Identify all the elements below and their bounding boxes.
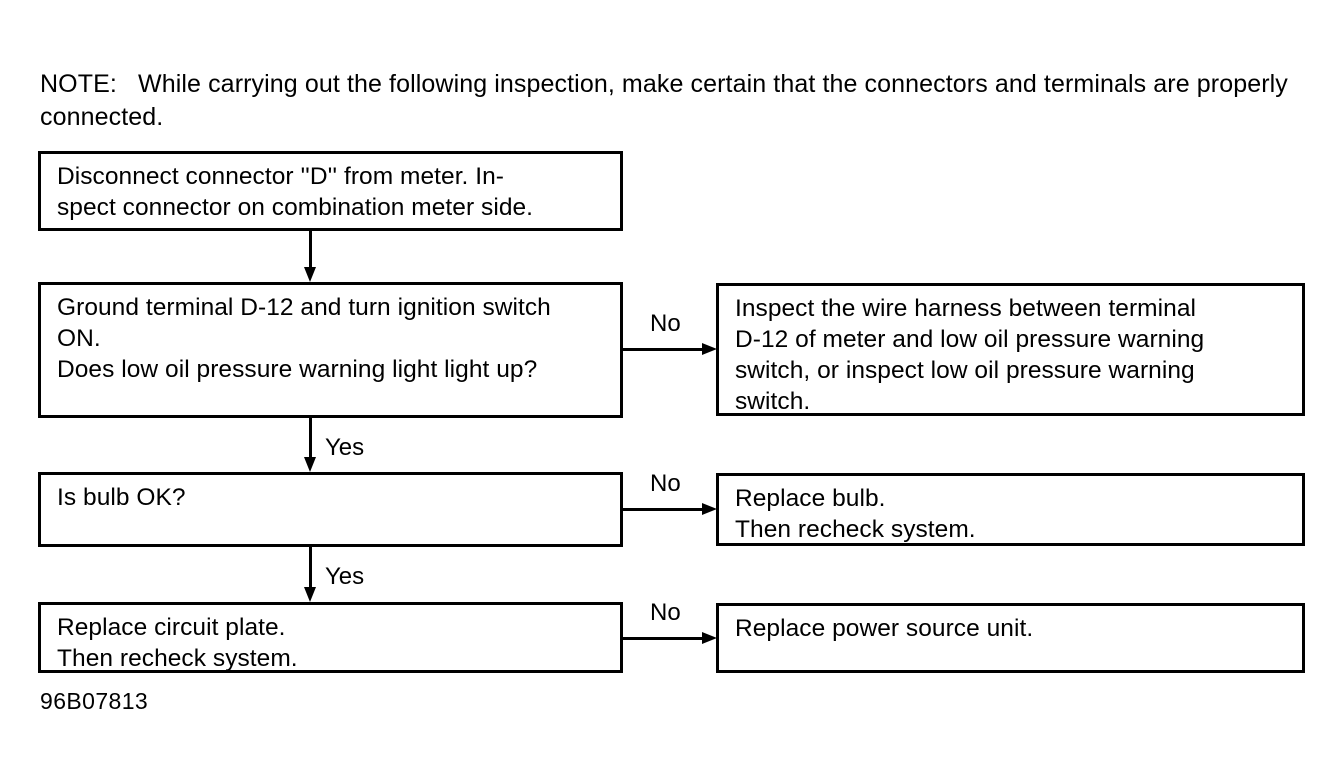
flow-box-replace-circuit-plate: Replace circuit plate. Then recheck syst…: [38, 602, 623, 673]
connector-line-disconnect-to-ground: [309, 231, 312, 269]
branch-label-no-3: No: [650, 599, 681, 626]
branch-label-yes-2: Yes: [325, 563, 365, 590]
arrow-right-icon-ground-to-harness: [702, 343, 717, 355]
branch-label-yes-1: Yes: [325, 434, 365, 461]
connector-line-bulb-to-replace-bulb: [623, 508, 705, 511]
flow-box-replace-bulb: Replace bulb. Then recheck system.: [716, 473, 1305, 546]
flow-box-inspect-wire-harness-text: Inspect the wire harness between termina…: [735, 295, 1205, 415]
flow-box-replace-power-source-unit-text: Replace power source unit.: [735, 615, 1034, 642]
flow-box-ground-terminal-check-text: Ground terminal D-12 and turn ignition s…: [57, 294, 551, 383]
branch-label-no-2: No: [650, 470, 681, 497]
branch-label-no-1: No: [650, 310, 681, 337]
note-text: NOTE: While carrying out the following i…: [40, 70, 1295, 131]
arrow-down-icon-ground-to-bulb: [304, 457, 316, 472]
figure-reference-code: 96B07813: [40, 688, 149, 714]
connector-line-ground-to-bulb: [309, 418, 312, 459]
flow-box-disconnect-connector: Disconnect connector ''D'' from meter. I…: [38, 151, 623, 231]
connector-line-circuit-plate-to-power-source: [623, 637, 705, 640]
flow-box-is-bulb-ok-text: Is bulb OK?: [57, 484, 186, 511]
flow-box-replace-bulb-text: Replace bulb. Then recheck system.: [735, 485, 976, 543]
arrow-down-icon-disconnect-to-ground: [304, 267, 316, 282]
arrow-right-icon-circuit-plate-to-power-source: [702, 632, 717, 644]
flow-box-is-bulb-ok: Is bulb OK?: [38, 472, 623, 547]
flow-box-replace-power-source-unit: Replace power source unit.: [716, 603, 1305, 673]
flow-box-ground-terminal-check: Ground terminal D-12 and turn ignition s…: [38, 282, 623, 418]
arrow-down-icon-bulb-to-circuit-plate: [304, 587, 316, 602]
flow-box-disconnect-connector-text: Disconnect connector ''D'' from meter. I…: [57, 163, 534, 221]
flow-box-inspect-wire-harness: Inspect the wire harness between termina…: [716, 283, 1305, 416]
connector-line-bulb-to-circuit-plate: [309, 547, 312, 589]
connector-line-ground-to-harness: [623, 348, 705, 351]
flow-box-replace-circuit-plate-text: Replace circuit plate. Then recheck syst…: [57, 614, 298, 672]
arrow-right-icon-bulb-to-replace-bulb: [702, 503, 717, 515]
